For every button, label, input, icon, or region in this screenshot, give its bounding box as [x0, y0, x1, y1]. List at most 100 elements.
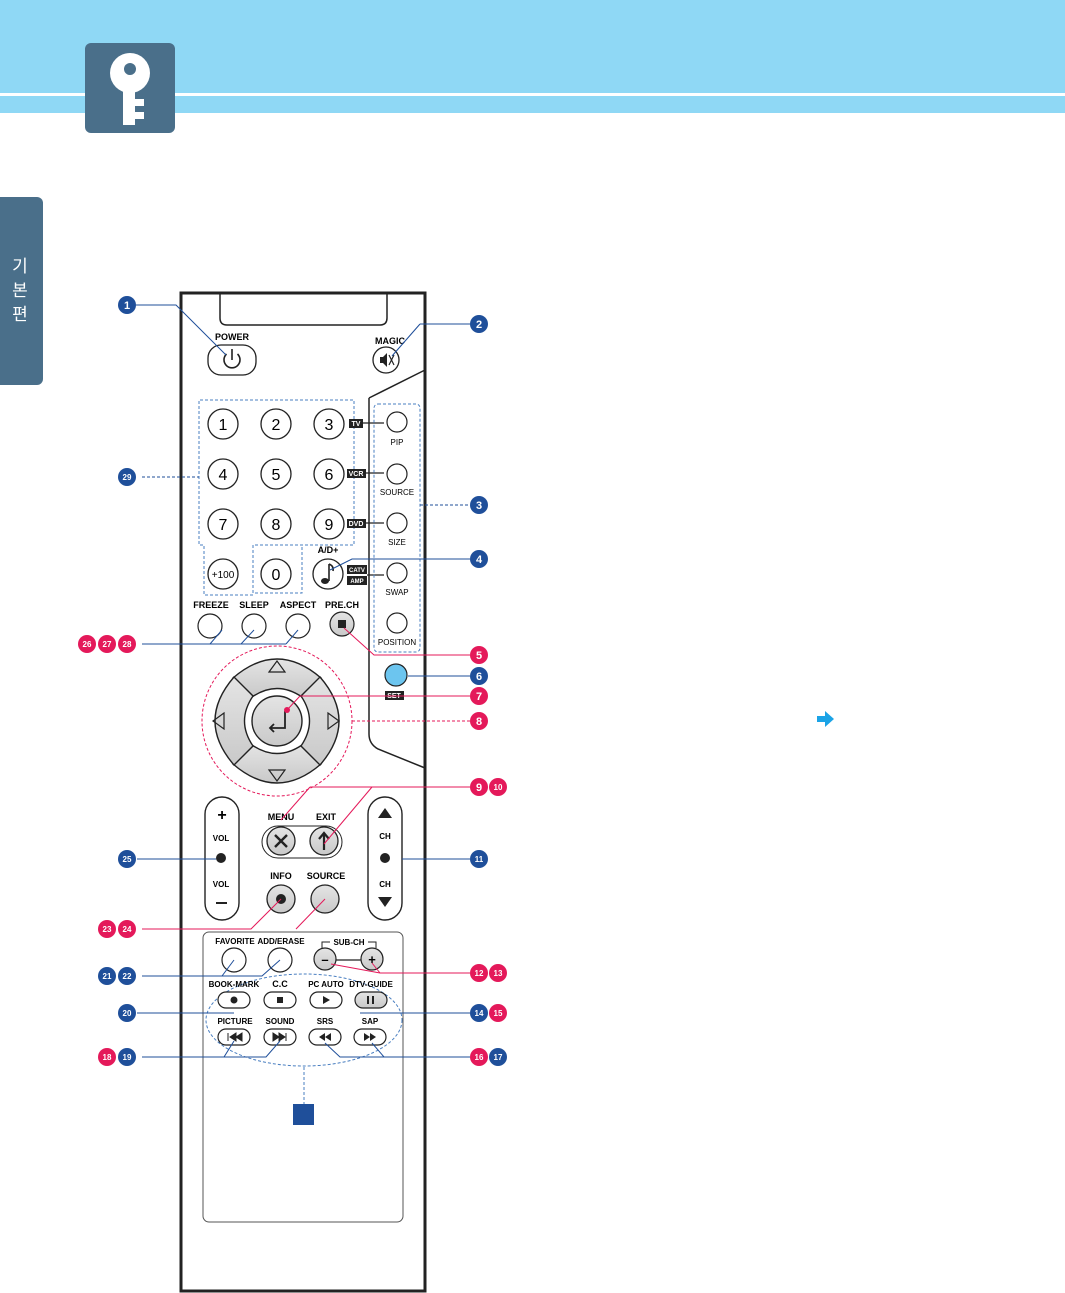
remote-body: [179, 291, 427, 1293]
subch-bracket: [321, 941, 377, 948]
bookmark-label: BOOK-MARK: [209, 980, 260, 989]
svg-text:6: 6: [325, 467, 334, 484]
svg-text:0: 0: [272, 567, 281, 584]
svg-text:2: 2: [272, 417, 281, 434]
svg-text:CATV: CATV: [349, 568, 365, 574]
svg-text:1: 1: [124, 300, 130, 312]
svg-text:4: 4: [476, 554, 483, 566]
digit-button-5[interactable]: 5: [260, 458, 292, 490]
favorite-label: FAVORITE: [215, 937, 255, 946]
vol-dot-icon: [216, 853, 226, 863]
callout-16: 16: [470, 1048, 488, 1066]
vol-plus-icon: +: [217, 807, 226, 824]
right-arrow-icon: [327, 711, 341, 731]
sleep-label: SLEEP: [239, 600, 269, 610]
ch-up-icon: [378, 808, 392, 818]
vcr-tag: VCR: [347, 469, 366, 478]
callout-3: 3: [470, 496, 488, 514]
svg-text:9: 9: [476, 782, 482, 794]
freeze-button[interactable]: [197, 613, 223, 639]
digit-button-2[interactable]: 2: [260, 408, 292, 440]
digit-button-4[interactable]: 4: [207, 458, 239, 490]
callout-8: 8: [470, 712, 488, 730]
play-icon: [323, 996, 330, 1004]
svg-text:21: 21: [103, 972, 112, 981]
svg-text:6: 6: [476, 671, 482, 683]
callout-20: 20: [118, 1004, 136, 1022]
up-arrow-icon: [267, 659, 287, 673]
svg-text:5: 5: [272, 467, 281, 484]
svg-text:17: 17: [494, 1053, 503, 1062]
svg-text:25: 25: [123, 855, 132, 864]
down-arrow-icon: [267, 769, 287, 783]
callout-25: 25: [118, 850, 136, 868]
leader-dot: [284, 707, 290, 713]
callout-27: 27: [98, 635, 116, 653]
plus100-button[interactable]: +100: [207, 558, 239, 590]
header-stripe: [0, 93, 1065, 113]
digit-button-7[interactable]: 7: [207, 508, 239, 540]
svg-text:18: 18: [103, 1053, 112, 1062]
pause-icon: [367, 996, 374, 1004]
stop-icon: [277, 997, 283, 1003]
svg-text:20: 20: [123, 1009, 132, 1018]
aspect-label: ASPECT: [280, 600, 317, 610]
digit-button-1[interactable]: 1: [207, 408, 239, 440]
callout-18: 18: [98, 1048, 116, 1066]
exit-arrow-icon: [318, 831, 330, 850]
nav-left-button[interactable]: [214, 675, 254, 767]
tv-tag: TV: [349, 419, 363, 428]
digit-button-3[interactable]: 3: [313, 408, 345, 440]
svg-text:19: 19: [123, 1053, 132, 1062]
enter-button[interactable]: [251, 695, 303, 747]
record-icon: [230, 996, 238, 1004]
callout-7: 7: [470, 687, 488, 705]
sleep-button[interactable]: [241, 613, 267, 639]
source-label: SOURCE: [307, 871, 346, 881]
callout-22: 22: [118, 967, 136, 985]
exit-label: EXIT: [316, 812, 337, 822]
subch-plus-button[interactable]: [360, 947, 384, 971]
pip-button[interactable]: PIP: [386, 411, 408, 447]
ad-button[interactable]: [312, 558, 344, 590]
skip-back-icon: [227, 1032, 243, 1042]
svg-text:2: 2: [476, 319, 482, 331]
callout-28: 28: [118, 635, 136, 653]
position-button[interactable]: POSITION: [378, 612, 416, 647]
power-icon: [223, 349, 241, 369]
svg-text:23: 23: [103, 925, 112, 934]
vol-label: VOL: [213, 880, 230, 889]
digit-button-8[interactable]: 8: [260, 508, 292, 540]
callout-26: 26: [78, 635, 96, 653]
fast-forward-icon: [364, 1033, 376, 1041]
pcauto-label: PC AUTO: [308, 980, 344, 989]
callout-12: 12: [470, 964, 488, 982]
svg-text:1: 1: [219, 417, 228, 434]
ir-window: [219, 293, 388, 326]
set-button[interactable]: [384, 663, 408, 687]
section-tab[interactable]: [0, 197, 43, 385]
svg-text:15: 15: [494, 1009, 503, 1018]
header-band: [0, 0, 1065, 93]
svg-text:10: 10: [494, 783, 503, 792]
swap-button[interactable]: SWAP: [385, 562, 409, 597]
digit-button-9[interactable]: 9: [313, 508, 345, 540]
aspect-button[interactable]: [285, 613, 311, 639]
digit-button-0[interactable]: 0: [260, 558, 292, 590]
prech-label: PRE.CH: [325, 600, 359, 610]
svg-text:22: 22: [123, 972, 132, 981]
nav-right-button[interactable]: [300, 675, 340, 767]
callout-23: 23: [98, 920, 116, 938]
subch-minus-button[interactable]: [313, 947, 337, 971]
media-marker: [293, 1104, 314, 1125]
rewind-icon: [319, 1033, 331, 1041]
callout-14: 14: [470, 1004, 488, 1022]
digit-button-6[interactable]: 6: [313, 458, 345, 490]
callout-11: 11: [470, 850, 488, 868]
add-erase-label: ADD/ERASE: [257, 937, 305, 946]
dtvguide-button[interactable]: [354, 991, 388, 1009]
pip-source-button[interactable]: SOURCE: [380, 463, 414, 497]
stop-square-icon: [338, 620, 346, 628]
size-button[interactable]: SIZE: [386, 512, 408, 547]
sap-label: SAP: [362, 1017, 379, 1026]
